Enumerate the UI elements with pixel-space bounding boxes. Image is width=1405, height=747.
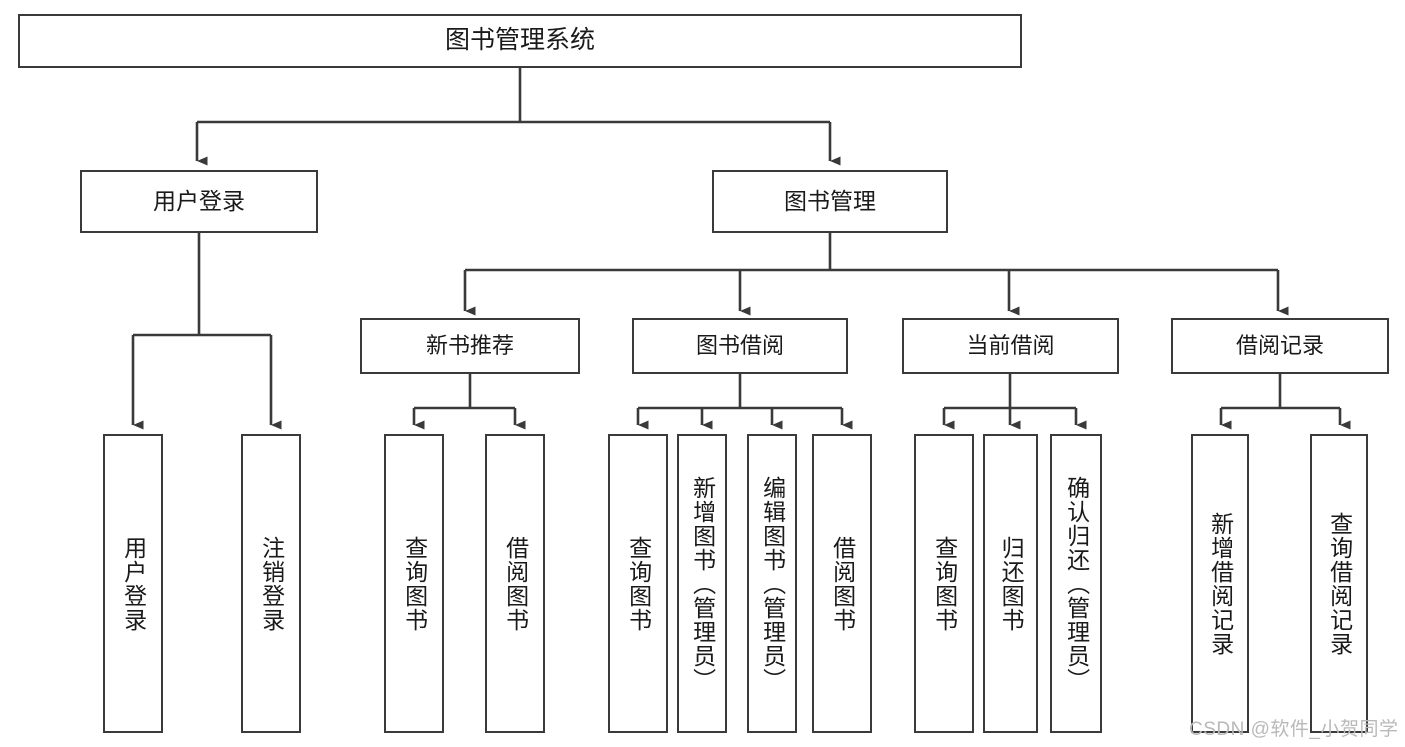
leaf-user-login[interactable]: 用户登录	[103, 434, 163, 733]
node-label: 归还图书	[998, 535, 1025, 632]
node-label: 编辑图书（管理员）	[759, 475, 786, 692]
node-label: 新增图书（管理员）	[689, 475, 716, 692]
node-root-library-management-system[interactable]: 图书管理系统	[18, 14, 1022, 68]
node-label: 注销登录	[258, 535, 285, 632]
csdn-watermark: CSDN @软件_小贺同学	[1189, 719, 1399, 740]
leaf-user-logout[interactable]: 注销登录	[241, 434, 301, 733]
leaf-return-book[interactable]: 归还图书	[983, 434, 1038, 733]
node-label: 图书管理	[784, 187, 876, 214]
leaf-query-book-borrow[interactable]: 查询图书	[608, 434, 668, 733]
node-label: 确认归还（管理员）	[1063, 475, 1090, 692]
node-label: 图书管理系统	[444, 26, 595, 55]
node-book-borrow[interactable]: 图书借阅	[632, 318, 848, 374]
node-label: 用户登录	[120, 535, 147, 632]
node-label: 查询图书	[625, 535, 652, 632]
node-label: 新书推荐	[425, 333, 514, 359]
node-label: 借阅图书	[502, 535, 529, 632]
node-book-management[interactable]: 图书管理	[712, 170, 948, 233]
leaf-add-book-admin[interactable]: 新增图书（管理员）	[677, 434, 727, 733]
node-label: 用户登录	[153, 187, 245, 214]
leaf-add-borrow-record[interactable]: 新增借阅记录	[1191, 434, 1249, 733]
node-label: 查询图书	[401, 535, 428, 632]
node-label: 借阅记录	[1235, 333, 1324, 359]
leaf-query-borrow-record[interactable]: 查询借阅记录	[1310, 434, 1368, 733]
node-new-book-recommend[interactable]: 新书推荐	[360, 318, 580, 374]
leaf-query-book-current[interactable]: 查询图书	[914, 434, 974, 733]
leaf-query-book-recommend[interactable]: 查询图书	[384, 434, 444, 733]
node-current-borrow[interactable]: 当前借阅	[902, 318, 1119, 374]
leaf-borrow-book[interactable]: 借阅图书	[812, 434, 872, 733]
node-label: 当前借阅	[966, 333, 1055, 359]
node-user-login[interactable]: 用户登录	[80, 170, 318, 233]
node-label: 查询图书	[931, 535, 958, 632]
leaf-edit-book-admin[interactable]: 编辑图书（管理员）	[747, 434, 797, 733]
node-borrow-record[interactable]: 借阅记录	[1171, 318, 1389, 374]
leaf-confirm-return-admin[interactable]: 确认归还（管理员）	[1050, 434, 1102, 733]
node-label: 图书借阅	[695, 333, 784, 359]
node-label: 借阅图书	[829, 535, 856, 632]
node-label: 查询借阅记录	[1326, 511, 1353, 656]
leaf-borrow-book-recommend[interactable]: 借阅图书	[485, 434, 545, 733]
node-label: 新增借阅记录	[1207, 511, 1234, 656]
